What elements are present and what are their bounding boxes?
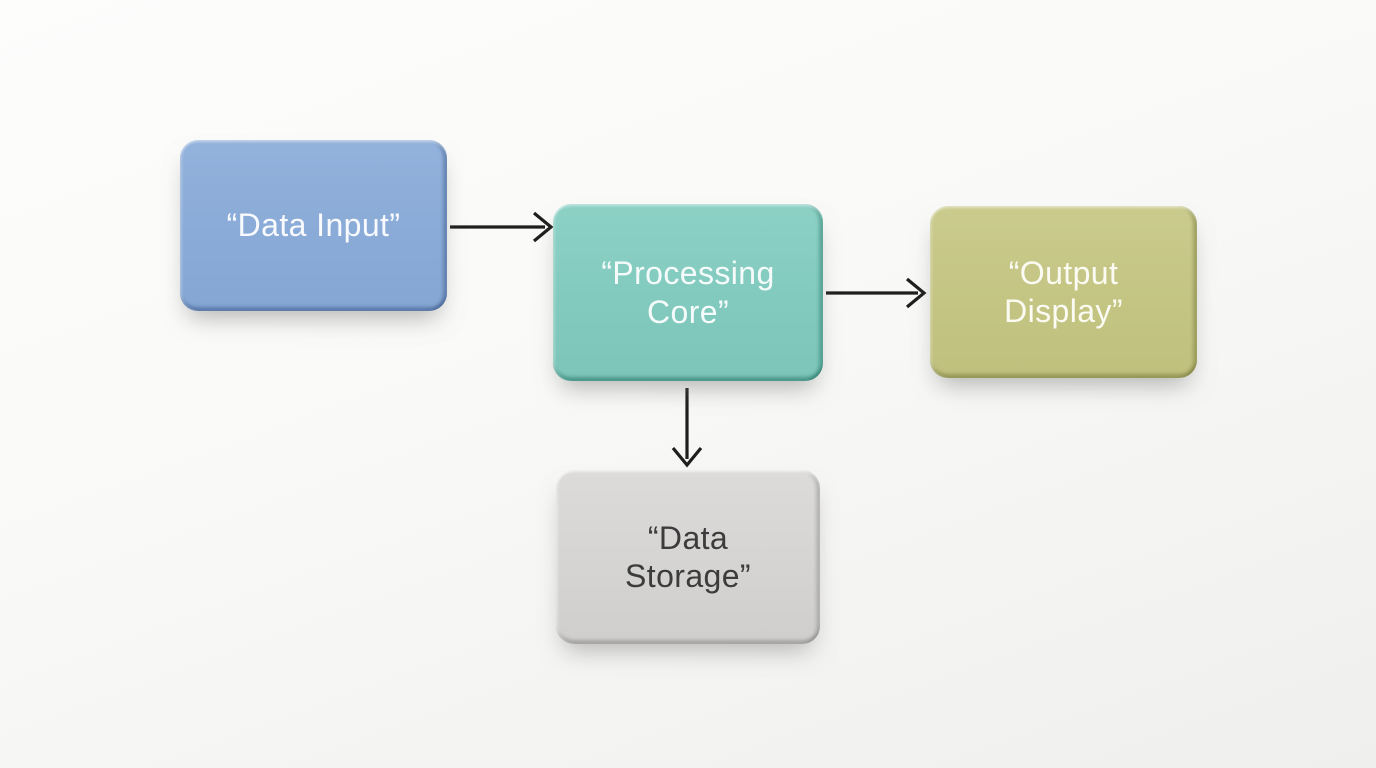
node-data-input-label: “Data Input” bbox=[226, 207, 401, 244]
arrow-processing-to-output bbox=[826, 277, 927, 309]
node-output-display: “Output Display” bbox=[930, 206, 1197, 378]
node-processing-core: “Processing Core” bbox=[553, 204, 823, 381]
arrow-input-to-processing bbox=[450, 211, 554, 243]
arrow-processing-to-storage bbox=[671, 388, 703, 468]
node-output-display-label: “Output Display” bbox=[1004, 254, 1123, 329]
node-processing-core-label: “Processing Core” bbox=[601, 255, 775, 330]
node-data-storage-label: “Data Storage” bbox=[625, 519, 751, 594]
node-data-storage: “Data Storage” bbox=[556, 470, 820, 644]
node-data-input: “Data Input” bbox=[180, 140, 447, 311]
